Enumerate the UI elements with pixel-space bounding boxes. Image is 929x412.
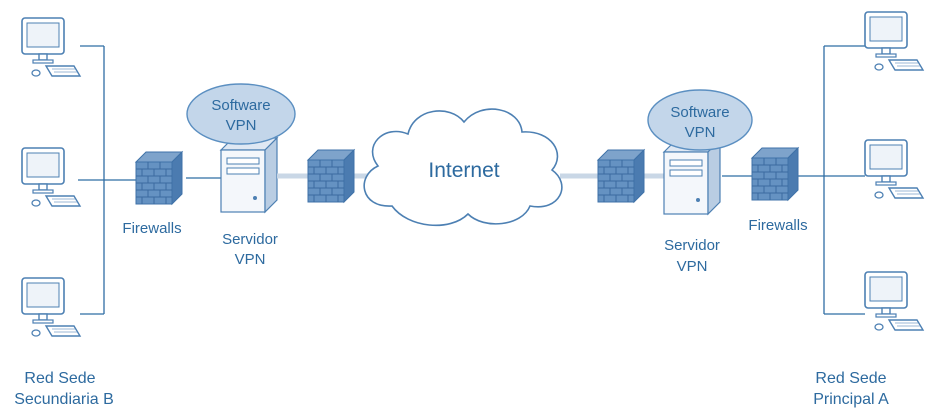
left-firewall-label: Firewalls (122, 220, 181, 237)
right-site-label-line1: Red Sede (815, 370, 886, 387)
right-site-label-line2: Principal A (813, 391, 889, 408)
left-workstation-1-icon (21, 17, 81, 77)
left-workstation-3-icon (21, 277, 81, 337)
left-software-vpn-line1: Software (211, 97, 270, 114)
left-firewall-icon (135, 151, 183, 205)
right-firewall-label: Firewalls (748, 217, 807, 234)
right-workstation-3-icon (864, 271, 924, 331)
right-firewall-icon (751, 147, 799, 201)
right-edge-firewall-icon (597, 149, 645, 203)
left-site-label-line2: Secundiaria B (14, 391, 114, 408)
left-workstation-2-icon (21, 147, 81, 207)
left-lan-bus (78, 45, 222, 315)
right-site: Software VPN Servidor VPN Firewalls Red … (647, 11, 924, 408)
right-server-label-line2: VPN (677, 258, 708, 275)
left-software-vpn-line2: VPN (226, 117, 257, 134)
right-software-vpn-bubble: Software VPN (647, 89, 753, 151)
internet-cloud-icon: Internet (363, 108, 563, 227)
left-edge-firewall-icon (307, 149, 355, 203)
left-server-label-line2: VPN (235, 251, 266, 268)
right-server-label-line1: Servidor (664, 237, 720, 254)
right-workstation-2-icon (864, 139, 924, 199)
left-server-icon (220, 137, 278, 213)
right-workstation-1-icon (864, 11, 924, 71)
left-software-vpn-bubble: Software VPN (186, 83, 296, 145)
right-lan-bus (722, 45, 865, 315)
left-server-label-line1: Servidor (222, 231, 278, 248)
left-site-label-line1: Red Sede (24, 370, 95, 387)
right-software-vpn-line1: Software (670, 104, 729, 121)
right-server-icon (663, 139, 721, 215)
left-site: Firewalls Servidor VPN Software VPN Red … (14, 17, 296, 408)
right-software-vpn-line2: VPN (685, 124, 716, 141)
internet-label: Internet (428, 159, 499, 182)
